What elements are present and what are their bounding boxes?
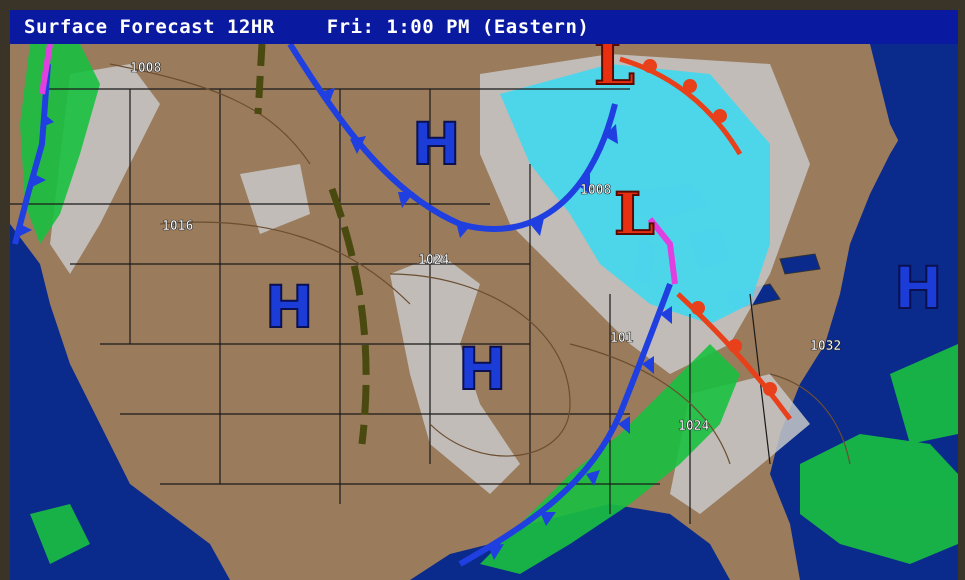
isobar-label: 1008 <box>130 61 161 76</box>
weather-map: 1008 1016 1024 1008 101 1032 1024 H H H … <box>10 44 958 580</box>
isobar-label: 101 <box>610 331 634 346</box>
title-bar: Surface Forecast 12HR Fri: 1:00 PM (East… <box>10 10 958 44</box>
isobar-label: 1032 <box>810 339 841 354</box>
high-pressure-rockies: H <box>265 273 314 341</box>
isobar-label: 1024 <box>418 253 449 268</box>
isobar-label: 1016 <box>162 219 193 234</box>
cold-front-west <box>12 63 51 245</box>
cold-front-west-barbs <box>16 114 54 238</box>
snow-area <box>500 64 770 324</box>
product-title: Surface Forecast 12HR <box>24 16 275 38</box>
isobars <box>109 63 851 465</box>
isobar-label: 1008 <box>580 183 611 198</box>
high-pressure-atlantic: H <box>894 254 943 322</box>
warm-front-north <box>619 56 743 156</box>
isobar-label: 1024 <box>678 419 709 434</box>
trough-central <box>328 187 370 445</box>
warm-front-south-bumps <box>691 301 777 396</box>
cold-front-north-barbs <box>320 88 618 238</box>
valid-time: Fri: 1:00 PM (Eastern) <box>326 16 590 38</box>
occluded-front-east <box>647 217 678 285</box>
political-boundaries <box>10 88 771 524</box>
high-pressure-southern-plains: H <box>458 335 507 403</box>
pacific-coast <box>10 224 230 580</box>
low-pressure-great-lakes: L <box>614 180 655 248</box>
trough-north <box>254 44 266 115</box>
warm-front-north-bumps <box>643 59 727 123</box>
occluded-front-west <box>39 44 53 95</box>
low-pressure-north: L <box>594 44 635 98</box>
northern-waters <box>870 44 958 164</box>
cold-front-south <box>458 282 673 567</box>
cold-front-south-barbs <box>488 306 672 560</box>
high-pressure-north-plains: H <box>412 110 461 178</box>
